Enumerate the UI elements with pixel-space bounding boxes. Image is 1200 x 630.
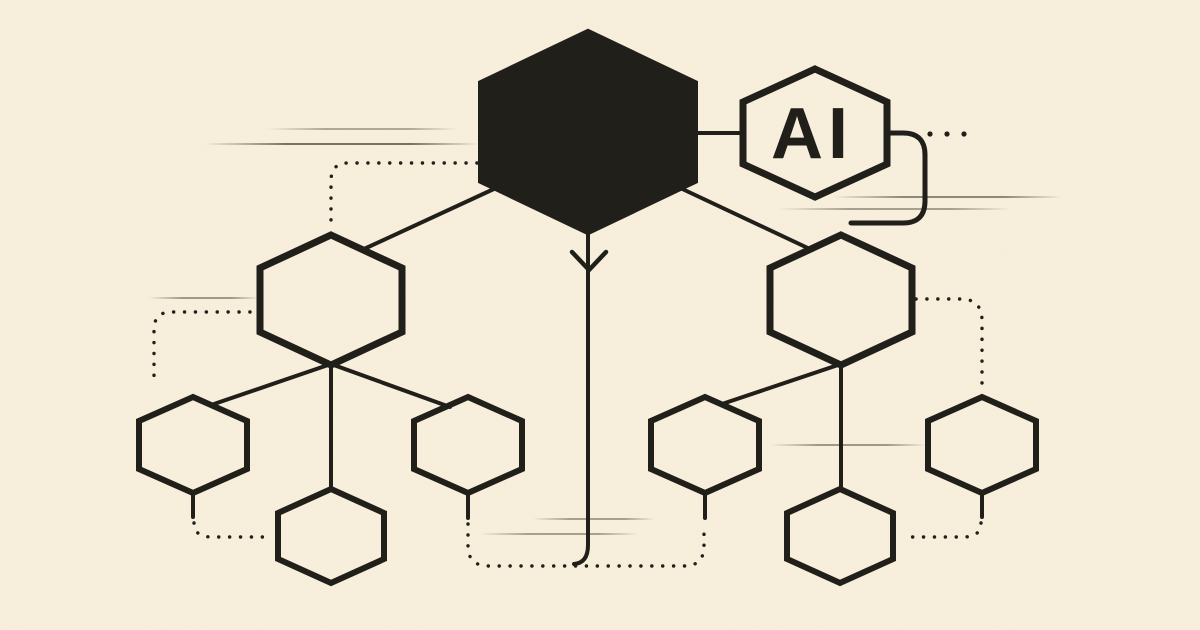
speed-line — [833, 196, 1062, 198]
dotted-root-to-mid-left — [329, 161, 479, 228]
ellipsis-dot — [927, 131, 933, 137]
ai-hexagon — [739, 65, 891, 201]
dotted-edges-layer — [152, 161, 984, 568]
leaf-left-hexagon — [411, 393, 525, 497]
speed-line — [779, 208, 1010, 210]
dotted-mid-right-to-far-right — [914, 297, 984, 388]
solid-edges-layer — [191, 130, 984, 566]
leaf-far-right-hexagon — [925, 393, 1039, 497]
hexagon-nodes-layer — [136, 28, 1039, 587]
edge-ai-hook — [848, 130, 928, 226]
ellipsis-layer — [927, 131, 967, 137]
speed-line — [480, 533, 638, 535]
ellipsis-dot — [944, 131, 950, 137]
mid-right-hexagon — [766, 231, 916, 369]
speed-line — [268, 128, 456, 130]
mid-left-hexagon — [256, 231, 406, 369]
edge-root-arrow-shaft — [572, 229, 590, 566]
leaf-far-left-hexagon — [136, 393, 250, 497]
edge-mid-left-to-far-left — [212, 362, 333, 406]
speed-lines-layer — [149, 128, 1062, 535]
speed-line — [771, 444, 926, 446]
dotted-bottom-u-connector — [466, 522, 706, 568]
bottom-right-hexagon — [784, 485, 896, 587]
ellipsis-dot — [961, 131, 967, 137]
root-hexagon — [478, 28, 698, 236]
edge-root-to-mid-left — [362, 186, 498, 251]
edge-mid-left-to-leaf-left — [329, 362, 452, 409]
speed-line — [533, 518, 655, 520]
bottom-left-hexagon — [275, 485, 387, 587]
speed-line — [149, 297, 259, 299]
leaf-right-hexagon — [648, 393, 762, 497]
ai-label: AI — [771, 94, 853, 174]
edge-root-arrowhead — [569, 249, 609, 273]
edge-root-to-mid-right — [674, 184, 814, 252]
speed-line — [204, 143, 479, 145]
edge-mid-right-to-leaf-right — [720, 362, 843, 406]
